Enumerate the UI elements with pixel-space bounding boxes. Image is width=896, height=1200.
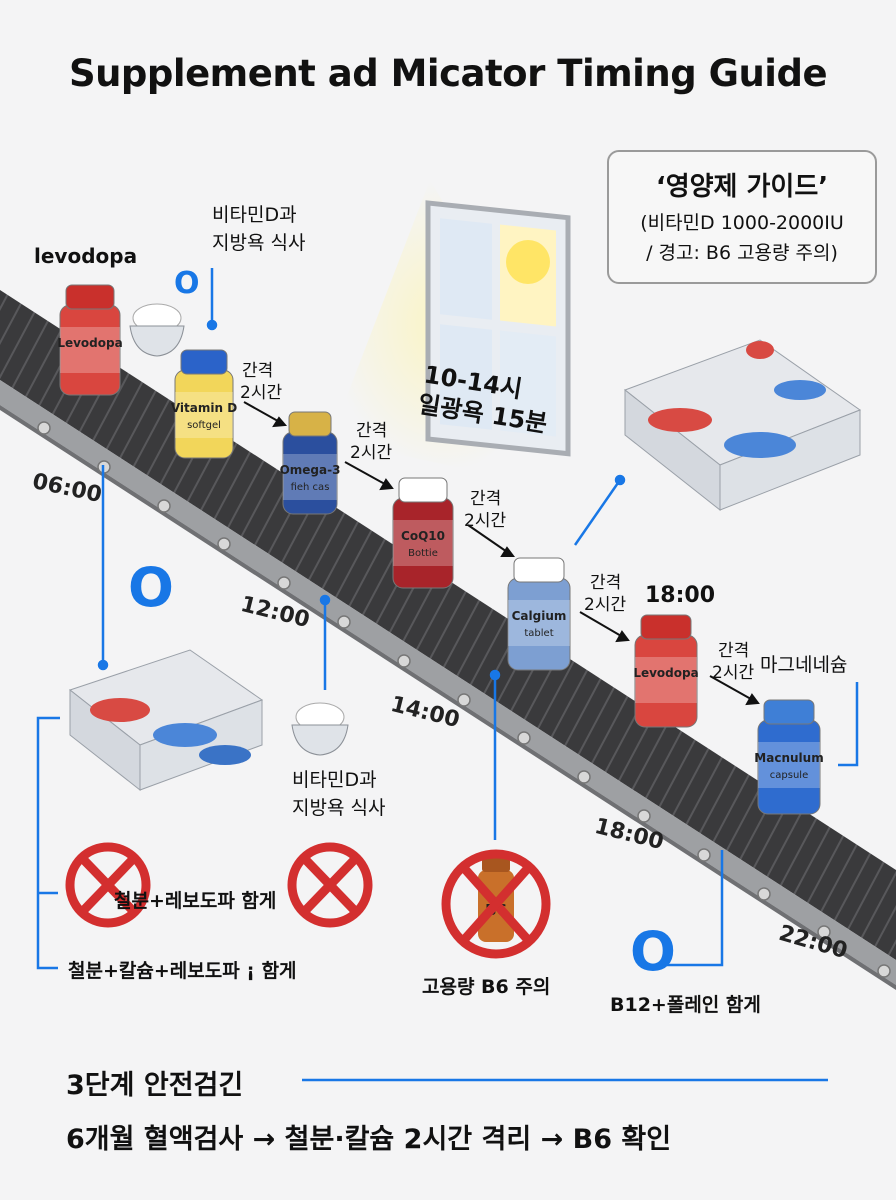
interval-label-3: 간격 bbox=[470, 489, 502, 509]
omega-3-bottle-sublabel: fieh cas bbox=[291, 482, 330, 493]
interval-label-2-hours: 2시간 bbox=[350, 443, 393, 463]
coq10-bottle-sublabel: Bottie bbox=[408, 548, 438, 559]
vitd-meal2-label-2: 지방욕 식사 bbox=[292, 797, 386, 819]
interval-label-5-hours: 2시간 bbox=[712, 663, 755, 683]
pill-organizer-icon bbox=[68, 649, 264, 792]
vitd-meal-label-2: 지방욕 식사 bbox=[212, 232, 306, 254]
vitd-meal-label-1: 비타민D과 bbox=[212, 204, 297, 226]
guide-warning-note: / 경고: B6 고용량 주의) bbox=[646, 242, 838, 264]
levodopa-bottle-icon: Levodopa bbox=[57, 284, 123, 396]
iron-levodopa-warning: 철분+레보도파 함게 bbox=[114, 890, 277, 912]
ok-mark: O bbox=[174, 266, 200, 301]
levodopa-evening-bottle-label: Levodopa bbox=[633, 666, 698, 680]
interval-label-3-hours: 2시간 bbox=[464, 511, 507, 531]
interval-label-5: 간격 bbox=[718, 641, 750, 661]
sunlight-window-icon bbox=[330, 180, 571, 470]
time-1800-top: 18:00 bbox=[645, 583, 716, 608]
b12-folate-note: B12+폴레인 함게 bbox=[610, 994, 761, 1016]
interval-arrows bbox=[243, 401, 760, 706]
magnesium-bottle-label: Macnulum bbox=[754, 751, 823, 765]
b6-warning: 고용량 B6 주의 bbox=[422, 976, 551, 998]
prohibited-icon bbox=[65, 842, 151, 928]
levodopa-label: levodopa bbox=[34, 244, 138, 268]
b6-prohibited-icon: B6 bbox=[441, 849, 551, 959]
vitamin-d-bottle-icon: Vitamin D softgel bbox=[171, 349, 237, 459]
omega-3-bottle-label: Omega-3 bbox=[280, 463, 341, 477]
guide-dose-note: (비타민D 1000-2000IU bbox=[640, 212, 844, 234]
safety-check-steps: 6개월 혈액검사 → 철분·칼슘 2시간 격리 → B6 확인 bbox=[66, 1124, 672, 1155]
magnesium-label: 마그네네슘 bbox=[760, 654, 848, 676]
magnesium-bottle-icon: Macnulum capsule bbox=[754, 699, 824, 815]
levodopa-evening-bottle-icon: Levodopa bbox=[633, 614, 699, 728]
ok-mark: O bbox=[630, 920, 676, 983]
page-title: Supplement ad Micator Timing Guide bbox=[68, 52, 828, 95]
guide-title: ‘영양제 가이드’ bbox=[655, 172, 829, 202]
rice-bowl-icon bbox=[129, 303, 185, 357]
interval-label-1-hours: 2시간 bbox=[240, 383, 283, 403]
guide-box: ‘영양제 가이드’ (비타민D 1000-2000IU / 경고: B6 고용량… bbox=[607, 150, 877, 284]
vitd-meal2-label-1: 비타민D과 bbox=[292, 769, 377, 791]
calcium-bottle-sublabel: tablet bbox=[524, 628, 553, 639]
coq10-bottle-label: CoQ10 bbox=[401, 529, 445, 543]
safety-check-heading: 3단계 안전검긴 bbox=[66, 1070, 244, 1101]
vitamin-d-bottle-sublabel: softgel bbox=[187, 420, 221, 431]
ok-mark: O bbox=[128, 556, 174, 619]
vitamin-d-bottle-label: Vitamin D bbox=[171, 401, 237, 415]
magnesium-bottle-sublabel: capsule bbox=[770, 770, 808, 781]
interval-label-4: 간격 bbox=[590, 573, 622, 593]
calcium-bottle-icon: Calgium tablet bbox=[507, 557, 571, 671]
iron-calcium-levodopa-warning: 철분+칼슘+레보도파 ¡ 함게 bbox=[68, 960, 297, 982]
pill-organizer-icon bbox=[623, 339, 862, 512]
rice-bowl-icon bbox=[291, 702, 349, 756]
interval-label-2: 간격 bbox=[356, 421, 388, 441]
calcium-bottle-label: Calgium bbox=[512, 609, 567, 623]
belt-rollers bbox=[37, 421, 891, 978]
interval-label-1: 간격 bbox=[242, 361, 274, 381]
callout-lines bbox=[36, 268, 859, 970]
levodopa-bottle-label: Levodopa bbox=[57, 336, 122, 350]
omega-3-bottle-icon: Omega-3 fieh cas bbox=[280, 411, 341, 515]
interval-label-4-hours: 2시간 bbox=[584, 595, 627, 615]
prohibited-icon bbox=[287, 842, 373, 928]
